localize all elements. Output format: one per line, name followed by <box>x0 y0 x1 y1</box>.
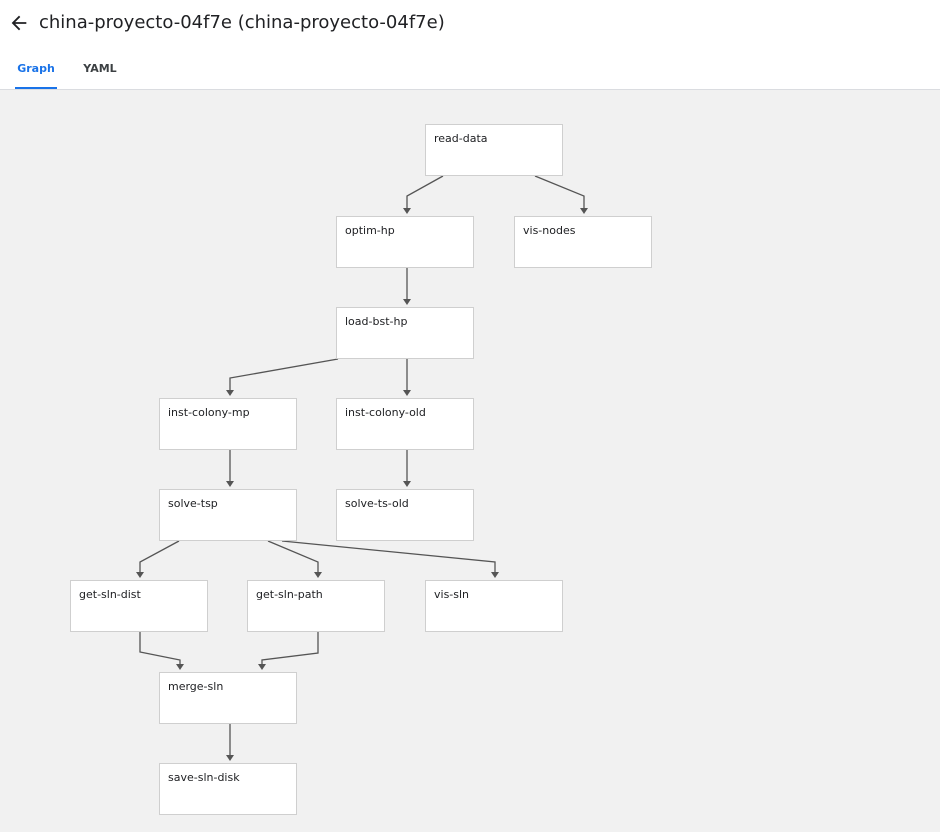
graph-node-get-sln-path[interactable]: get-sln-path <box>247 580 385 632</box>
arrowhead-vis-sln <box>491 572 499 578</box>
graph-node-optim-hp[interactable]: optim-hp <box>336 216 474 268</box>
graph-node-label: vis-sln <box>434 588 470 601</box>
graph-node-label: solve-tsp <box>168 497 218 510</box>
edge-get-sln-dist-to-merge-sln <box>139 632 181 668</box>
arrowhead-get-sln-dist <box>136 572 144 578</box>
graph-node-vis-nodes[interactable]: vis-nodes <box>514 216 652 268</box>
page-header: china-proyecto-04f7e (china-proyecto-04f… <box>0 0 940 47</box>
arrowhead-solve-tsp <box>226 481 234 487</box>
arrowhead-save-sln-disk <box>226 755 234 761</box>
graph-node-load-bst-hp[interactable]: load-bst-hp <box>336 307 474 359</box>
arrowhead-get-sln-path <box>314 572 322 578</box>
edge-read-data-to-optim-hp <box>406 175 444 212</box>
tab-active-indicator <box>15 87 57 89</box>
arrowhead-inst-colony-mp <box>226 390 234 396</box>
graph-node-merge-sln[interactable]: merge-sln <box>159 672 297 724</box>
page-title: china-proyecto-04f7e (china-proyecto-04f… <box>39 12 445 33</box>
arrowhead-solve-ts-old <box>403 481 411 487</box>
back-button[interactable] <box>8 12 30 34</box>
arrowhead-merge-sln <box>176 664 184 670</box>
graph-canvas[interactable]: read-data optim-hp vis-nodes load-bst-hp ins… <box>0 90 940 832</box>
graph-node-inst-colony-old[interactable]: inst-colony-old <box>336 398 474 450</box>
graph-node-read-data[interactable]: read-data <box>425 124 563 176</box>
graph-node-label: merge-sln <box>168 680 224 693</box>
graph-node-label: inst-colony-old <box>345 406 426 419</box>
graph-node-solve-tsp[interactable]: solve-tsp <box>159 489 297 541</box>
graph-node-solve-ts-old[interactable]: solve-ts-old <box>336 489 474 541</box>
tab-graph-label: Graph <box>17 62 55 75</box>
graph-node-vis-sln[interactable]: vis-sln <box>425 580 563 632</box>
tab-yaml[interactable]: YAML <box>80 46 120 89</box>
edge-solve-tsp-to-get-sln-path <box>267 540 319 576</box>
graph-node-get-sln-dist[interactable]: get-sln-dist <box>70 580 208 632</box>
graph-edges <box>136 175 588 761</box>
graph-node-label: solve-ts-old <box>345 497 409 510</box>
graph-node-label: load-bst-hp <box>345 315 408 328</box>
arrowhead-optim-hp <box>403 208 411 214</box>
graph-node-label: optim-hp <box>345 224 395 237</box>
graph-node-label: inst-colony-mp <box>168 406 250 419</box>
graph-node-label: save-sln-disk <box>168 771 240 784</box>
edge-solve-tsp-to-get-sln-dist <box>139 540 180 576</box>
tab-yaml-label: YAML <box>83 62 117 75</box>
graph-node-label: vis-nodes <box>523 224 576 237</box>
graph-node-inst-colony-mp[interactable]: inst-colony-mp <box>159 398 297 450</box>
arrowhead-merge-sln <box>258 664 266 670</box>
tab-graph[interactable]: Graph <box>15 46 57 89</box>
graph-node-label: read-data <box>434 132 488 145</box>
graph-node-label: get-sln-path <box>256 588 323 601</box>
arrowhead-vis-nodes <box>580 208 588 214</box>
edge-load-bst-hp-to-inst-colony-mp <box>229 358 339 394</box>
graph-node-save-sln-disk[interactable]: save-sln-disk <box>159 763 297 815</box>
arrowhead-load-bst-hp <box>403 299 411 305</box>
edge-read-data-to-vis-nodes <box>534 175 585 212</box>
arrow-left-icon <box>11 15 27 31</box>
edge-solve-tsp-to-vis-sln <box>281 540 496 576</box>
edge-get-sln-path-to-merge-sln <box>261 632 319 668</box>
tab-bar: Graph YAML <box>0 46 940 90</box>
arrowhead-inst-colony-old <box>403 390 411 396</box>
graph-node-label: get-sln-dist <box>79 588 141 601</box>
